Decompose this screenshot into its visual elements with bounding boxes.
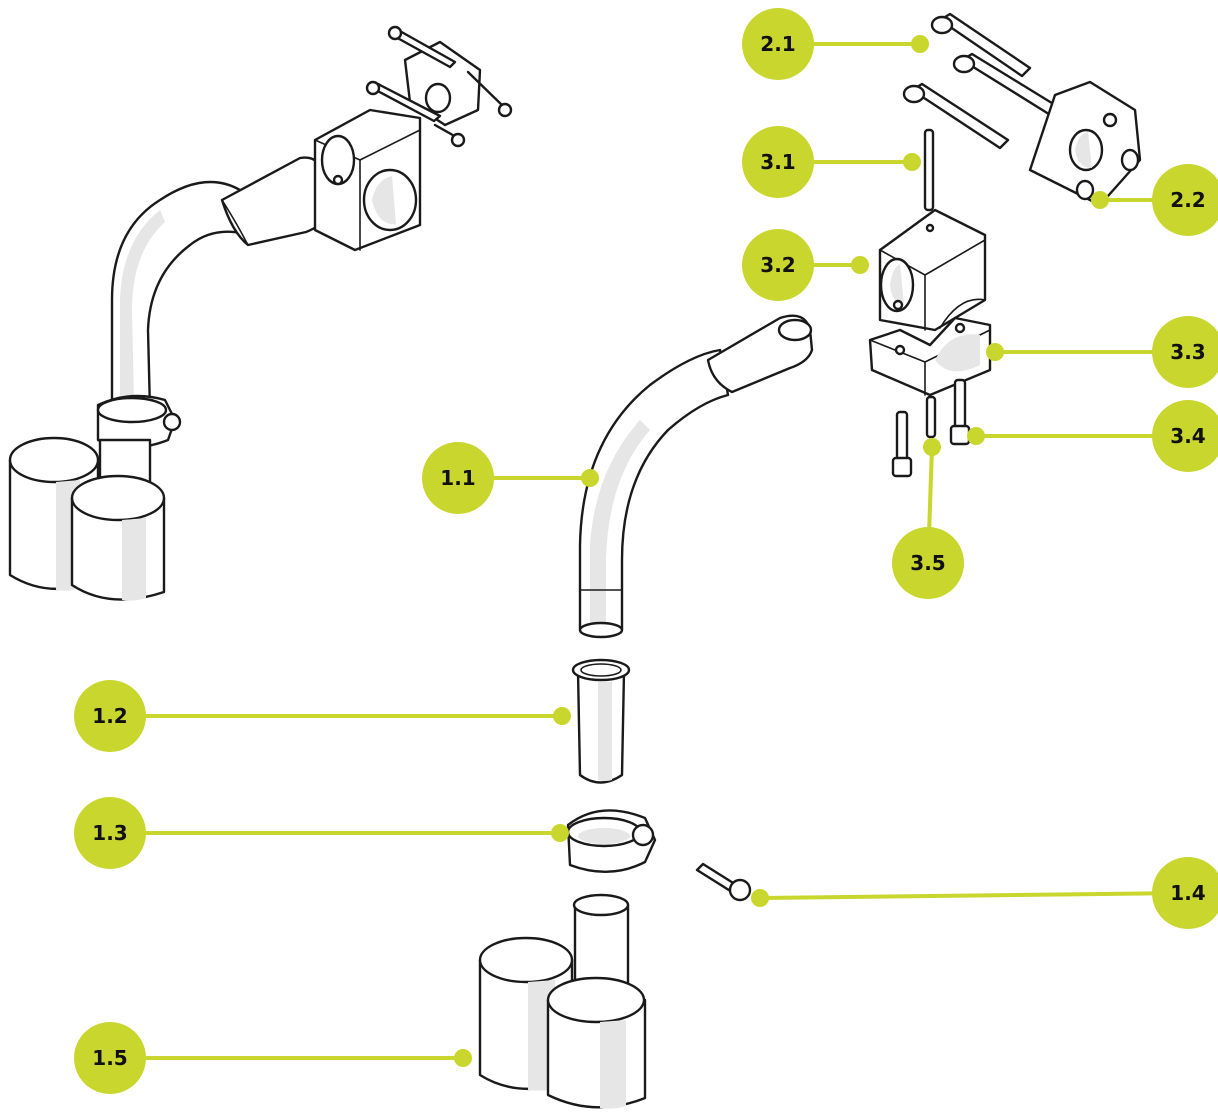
callout-label: 1.2 (92, 704, 127, 728)
callout-3-5: 3.5 (892, 438, 964, 599)
callout-anchor-dot (581, 469, 599, 487)
callout-label: 3.3 (1170, 340, 1205, 364)
callout-label: 3.2 (760, 253, 795, 277)
part-3-2-clamp-upper (878, 208, 987, 332)
callout-label: 1.5 (92, 1046, 127, 1070)
part-3-5-pin (925, 395, 937, 439)
callout-label: 3.4 (1170, 424, 1205, 448)
callout-1-5: 1.5 (74, 1022, 472, 1094)
callout-badge (1152, 857, 1218, 929)
part-1-3-collar (566, 809, 657, 874)
callout-layer: 1.1 1.2 1.3 1.4 1.5 2.1 2.2 3.1 3.2 3.3 3.4 3.5 (74, 8, 1218, 1094)
callout-anchor-dot (551, 824, 569, 842)
callout-anchor-dot (903, 153, 921, 171)
callout-label: 1.1 (440, 466, 475, 490)
part-3-3-clamp-lower (868, 316, 992, 397)
callout-anchor-dot (1091, 191, 1109, 209)
callout-badge (74, 680, 146, 752)
callout-leader-line (759, 891, 1189, 900)
callout-label: 1.3 (92, 821, 127, 845)
callout-label: 2.2 (1170, 188, 1205, 212)
part-1-2-sleeve (571, 658, 631, 784)
callout-badge (1152, 400, 1218, 472)
part-2-2-rear-clamp (1028, 80, 1142, 207)
callout-anchor-dot (923, 438, 941, 456)
callout-badge (742, 8, 814, 80)
callout-badge (742, 229, 814, 301)
callout-badge (892, 527, 964, 599)
part-1-1-curved-tube (578, 314, 814, 639)
callout-anchor-dot (751, 889, 769, 907)
callout-badge (1152, 316, 1218, 388)
callout-anchor-dot (553, 707, 571, 725)
callout-label: 3.5 (910, 551, 945, 575)
callout-anchor-dot (454, 1049, 472, 1067)
callout-3-1: 3.1 (742, 126, 921, 198)
callout-1-1: 1.1 (422, 442, 599, 514)
callout-1-4: 1.4 (751, 857, 1218, 929)
callout-badge (422, 442, 494, 514)
part-1-4-screw (695, 862, 752, 902)
callout-badge (74, 1022, 146, 1094)
callout-badge (74, 797, 146, 869)
callout-badge (742, 126, 814, 198)
callout-3-4: 3.4 (967, 400, 1218, 472)
callout-anchor-dot (967, 427, 985, 445)
callout-anchor-dot (986, 343, 1004, 361)
callout-1-3: 1.3 (74, 797, 569, 869)
callout-anchor-dot (911, 35, 929, 53)
callout-label: 2.1 (760, 32, 795, 56)
part-1-5-base-cups (478, 893, 647, 1109)
part-2-1-long-screws (902, 12, 1062, 150)
callout-1-2: 1.2 (74, 680, 571, 752)
part-3-4-screws (891, 378, 971, 478)
callout-2-2: 2.2 (1091, 164, 1218, 236)
callout-2-1: 2.1 (742, 8, 929, 80)
callout-label: 1.4 (1170, 881, 1205, 905)
callout-3-2: 3.2 (742, 229, 869, 301)
callout-3-3: 3.3 (986, 316, 1218, 388)
callout-badge (1152, 164, 1218, 236)
callout-label: 3.1 (760, 150, 795, 174)
assembled-holder-illustration (8, 25, 513, 601)
callout-anchor-dot (851, 256, 869, 274)
part-3-1-pin (923, 128, 935, 212)
